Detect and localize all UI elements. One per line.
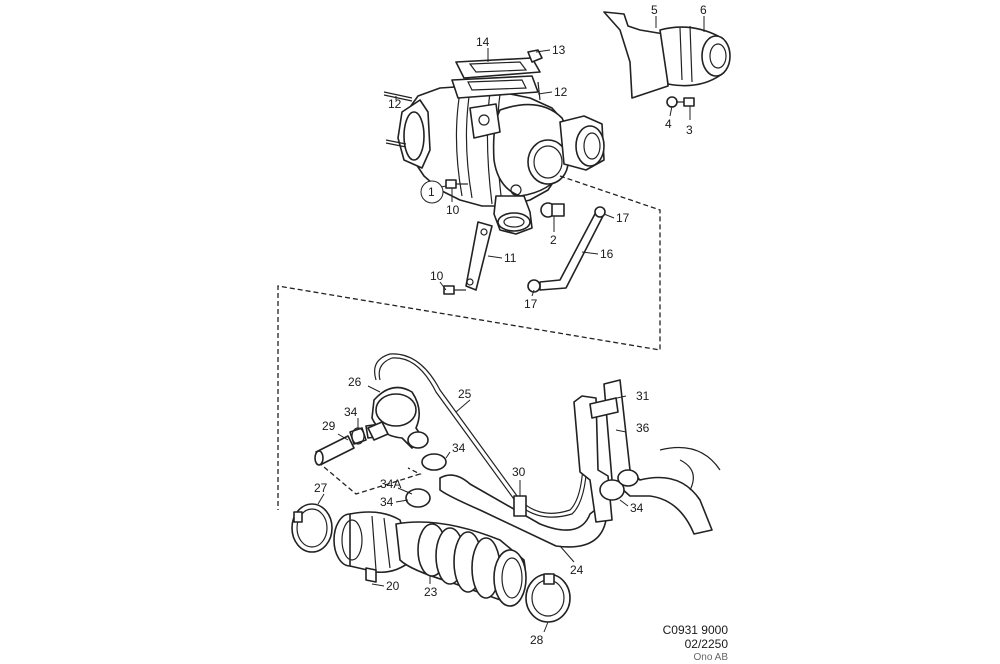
- gasket-plates: [451, 57, 541, 99]
- oil-pipe-16: [527, 206, 606, 293]
- clamp-34-valve: [421, 453, 447, 471]
- callout-34A: 34A: [380, 477, 401, 491]
- callout-10-upper: 10: [446, 203, 460, 217]
- bracket-11: [465, 221, 493, 291]
- clamp-27: [291, 503, 333, 553]
- leader-lines: [317, 16, 705, 633]
- callout-1: 1: [428, 185, 435, 199]
- callout-25: 25: [458, 387, 472, 401]
- connector-right: [617, 469, 639, 487]
- intake-pipe-36: [573, 379, 721, 535]
- callout-24: 24: [570, 563, 584, 577]
- callout-26: 26: [348, 375, 362, 389]
- callout-5: 5: [651, 3, 658, 17]
- turbocharger: [383, 85, 605, 235]
- drawing-code: C0931 9000: [663, 623, 729, 637]
- clamp-28: [525, 573, 571, 623]
- callout-34-hose: 34: [452, 441, 466, 455]
- callout-17-upper: 17: [616, 211, 630, 225]
- callout-6: 6: [700, 3, 707, 17]
- drawing-reference: C0931 9000 02/2250 Ono AB: [663, 623, 729, 663]
- callout-20: 20: [386, 579, 400, 593]
- clamp-34-middle: [405, 488, 431, 508]
- hose-29: [314, 421, 389, 466]
- callout-34-right: 34: [630, 501, 644, 515]
- callout-14: 14: [476, 35, 490, 49]
- clamp-34-right: [599, 479, 625, 501]
- callout-3: 3: [686, 123, 693, 137]
- drawing-owner: Ono AB: [694, 652, 729, 663]
- stud-12: [537, 81, 541, 101]
- callout-31: 31: [636, 389, 650, 403]
- callout-12-left: 12: [388, 97, 402, 111]
- callout-2: 2: [550, 233, 557, 247]
- nut-13: [527, 49, 543, 63]
- callout-30: 30: [512, 465, 526, 479]
- callout-13: 13: [552, 43, 566, 57]
- callout-23: 23: [424, 585, 438, 599]
- banjo-fitting-2: [540, 202, 565, 218]
- callout-29: 29: [322, 419, 336, 433]
- callout-34-valve: 34: [344, 405, 358, 419]
- bellows-23: [395, 521, 527, 607]
- callout-17-lower: 17: [524, 297, 538, 311]
- callout-34-middle: 34: [380, 495, 394, 509]
- clip-30: [513, 495, 527, 517]
- callout-10-lower: 10: [430, 269, 444, 283]
- dashed-connection-lines: [277, 175, 661, 510]
- callout-12-right: 12: [554, 85, 568, 99]
- bypass-valve-assembly: [603, 11, 731, 108]
- callout-28: 28: [530, 633, 544, 647]
- callout-16: 16: [600, 247, 614, 261]
- callout-labels: 1 2 3 4 5 6 10 10 11 12 12 13 14 16 17 1…: [314, 3, 707, 647]
- callout-27: 27: [314, 481, 328, 495]
- bolt-10-lower: [443, 285, 466, 295]
- callout-4: 4: [665, 117, 672, 131]
- bolt-10-upper: [445, 179, 468, 189]
- callout-1-circle: [420, 180, 444, 204]
- drawing-date: 02/2250: [685, 637, 729, 651]
- callout-11: 11: [504, 251, 517, 265]
- callout-36: 36: [636, 421, 650, 435]
